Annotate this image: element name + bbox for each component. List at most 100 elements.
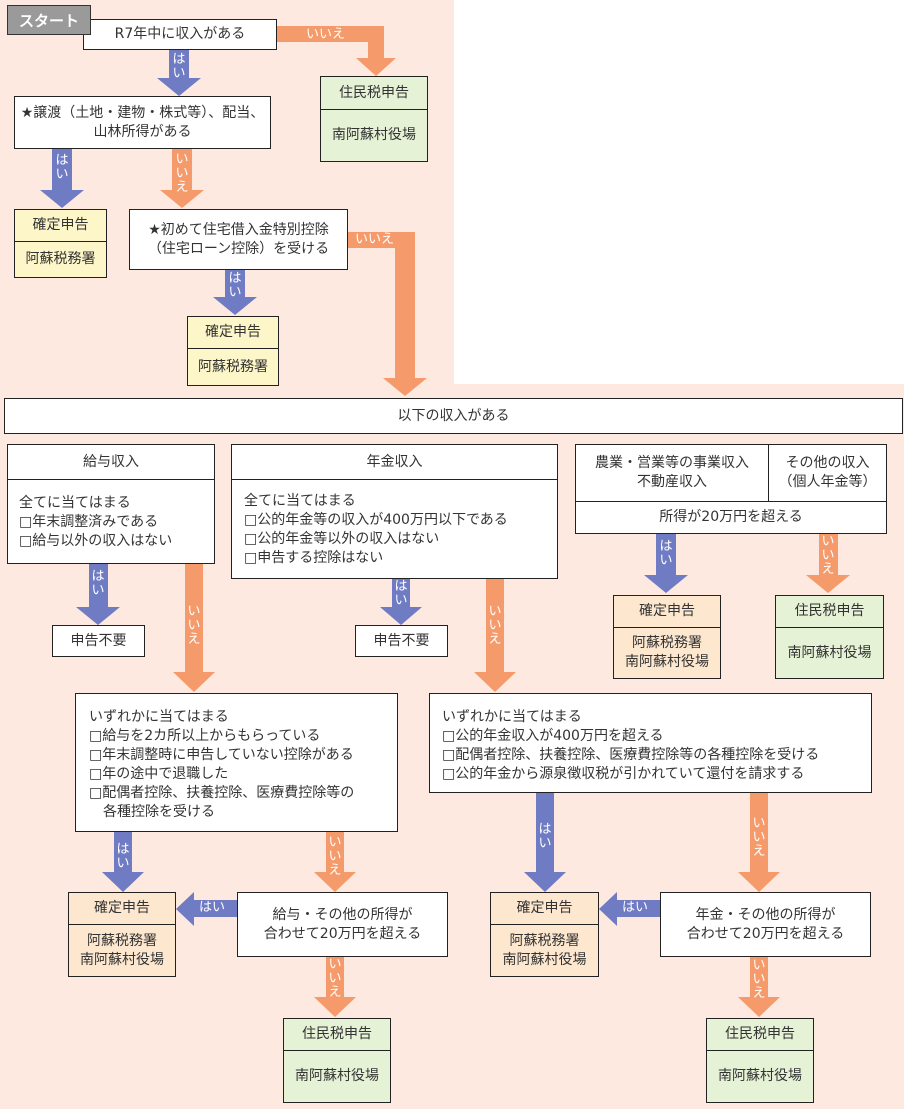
salary-any-item: □給与を2カ所以上からもらっている [89, 728, 321, 744]
question-transfer: ★譲渡（土地・建物・株式等）、配当、 山林所得がある [14, 96, 271, 149]
business-income-box: 農業・営業等の事業収入 不動産収入 その他の収入 （個人年金等） 所得が20万円… [575, 444, 887, 534]
result-office: 阿蘇税務署 [25, 251, 96, 267]
result-no-filing-salary: 申告不要 [52, 625, 145, 657]
result-title: 住民税申告 [284, 1019, 390, 1051]
pension-any-title: いずれかに当てはまる [442, 709, 582, 725]
salary-all-title: 全てに当てはまる [19, 495, 131, 511]
result-jumin-top: 住民税申告 南阿蘇村役場 [320, 76, 428, 162]
result-kakutei-a: 確定申告 阿蘇税務署 [14, 209, 107, 278]
label-salary-threshold-yes: はい [199, 900, 226, 915]
result-office: 阿蘇税務署 [632, 635, 702, 651]
label-q2-no: いいえ [175, 152, 189, 195]
label-business-no: いいえ [821, 534, 835, 577]
arrow-salary-threshold-no [314, 956, 356, 1017]
result-title: 確定申告 [614, 596, 720, 628]
result-office: 南阿蘇村役場 [787, 644, 872, 661]
salary-threshold-box: 給与・その他の所得が 合わせて20万円を超える [237, 892, 448, 957]
pension-threshold-box: 年金・その他の所得が 合わせて20万円を超える [660, 892, 871, 957]
pension-any-item: □公的年金収入が400万円を超える [442, 728, 664, 744]
label-pension-any-yes: はい [538, 822, 552, 851]
business-header-left: 農業・営業等の事業収入 不動産収入 [576, 445, 769, 501]
result-jumin-pension: 住民税申告 南阿蘇村役場 [706, 1018, 814, 1103]
pension-threshold-line: 年金・その他の所得が [695, 906, 836, 923]
result-office: 阿蘇税務署 [509, 932, 580, 949]
business-condition: 所得が20万円を超える [659, 508, 803, 525]
pension-header: 年金収入 [232, 445, 557, 480]
label-salary-any-yes: はい [116, 842, 130, 871]
result-office: 南阿蘇村役場 [332, 127, 416, 143]
pension-any-box: いずれかに当てはまる □公的年金収入が400万円を超える □配偶者控除、扶養控除… [429, 693, 872, 793]
pension-any-item: □配偶者控除、扶養控除、医療費控除等の各種控除を受ける [442, 747, 820, 763]
business-header-line: （個人年金等） [778, 474, 877, 490]
pension-any-item: □公的年金から源泉徴収税が引かれていて還付を請求する [442, 766, 805, 782]
salary-any-title: いずれかに当てはまる [89, 709, 229, 725]
label-salary-any-no: いいえ [328, 835, 342, 878]
salary-header: 給与収入 [8, 445, 214, 480]
label-pension-any-no: いいえ [752, 816, 766, 859]
label-pension-threshold-no: いいえ [752, 958, 766, 1001]
label-pension-no: いいえ [488, 604, 502, 647]
pension-all-item: □公的年金等以外の収入はない [244, 531, 440, 547]
label-q1-no: いいえ [306, 27, 346, 42]
label-q1-yes: はい [172, 52, 186, 81]
arrow-q1-no [276, 26, 396, 76]
salary-threshold-line: 合わせて20万円を超える [263, 925, 422, 942]
result-kakutei-b: 確定申告 阿蘇税務署 [187, 316, 279, 386]
result-jumin-business: 住民税申告 南阿蘇村役場 [775, 595, 884, 679]
arrow-salary-any-no [314, 831, 356, 892]
pension-all-item: □申告する控除はない [244, 550, 384, 566]
result-office: 阿蘇税務署 [87, 932, 157, 949]
result-office: 南阿蘇村役場 [295, 1068, 379, 1084]
label-q3-no: いいえ [355, 232, 395, 247]
result-title: 確定申告 [491, 893, 598, 925]
question-housing-loan-line: （住宅ローン控除）を受ける [147, 240, 330, 257]
salary-any-box: いずれかに当てはまる □給与を2カ所以上からもらっている □年末調整時に申告して… [75, 693, 398, 832]
label-q2-yes: はい [55, 153, 69, 182]
result-no-filing-text: 申告不要 [373, 632, 430, 649]
result-title: 住民税申告 [776, 596, 883, 628]
arrow-pension-any-no [738, 792, 780, 892]
result-kakutei-pension: 確定申告 阿蘇税務署 南阿蘇村役場 [490, 892, 599, 977]
business-header-line: 農業・営業等の事業収入 [595, 455, 749, 471]
result-office: 阿蘇税務署 [198, 358, 268, 375]
arrow-salary-yes [76, 563, 120, 625]
result-kakutei-salary: 確定申告 阿蘇税務署 南阿蘇村役場 [68, 892, 176, 977]
business-header-right: その他の収入 （個人年金等） [769, 445, 886, 501]
result-office: 南阿蘇村役場 [80, 951, 164, 968]
pension-all-item: □公的年金等の収入が400万円以下である [244, 512, 508, 528]
question-housing-loan: ★初めて住宅借入金特別控除 （住宅ローン控除）を受ける [129, 209, 348, 270]
question-transfer-line: 山林所得がある [93, 123, 192, 140]
arrow-pension-threshold-yes [599, 892, 660, 926]
label-pension-threshold-yes: はい [622, 900, 649, 915]
result-title: 確定申告 [188, 317, 278, 349]
arrow-q2-no [160, 149, 204, 208]
result-no-filing-pension: 申告不要 [355, 625, 448, 657]
result-office: 南阿蘇村役場 [502, 951, 587, 968]
arrow-q3-no [347, 232, 427, 396]
result-title: 住民税申告 [321, 77, 427, 110]
result-kakutei-business: 確定申告 阿蘇税務署 南阿蘇村役場 [613, 595, 721, 679]
salary-income-box: 給与収入 全てに当てはまる □年末調整済みである □給与以外の収入はない [7, 444, 215, 564]
arrow-q1-yes [157, 48, 201, 96]
label-q3-yes: はい [228, 271, 242, 300]
start-badge: スタート [7, 5, 91, 35]
question-income-types: 以下の収入がある [4, 398, 903, 434]
label-salary-threshold-no: いいえ [328, 957, 342, 1000]
arrow-business-yes [644, 533, 688, 593]
label-salary-no: いいえ [187, 604, 201, 647]
result-office: 南阿蘇村役場 [625, 654, 709, 670]
label-salary-yes: はい [91, 569, 105, 598]
question-transfer-line: ★譲渡（土地・建物・株式等）、配当、 [20, 104, 265, 121]
pension-income-box: 年金収入 全てに当てはまる □公的年金等の収入が400万円以下である □公的年金… [231, 444, 558, 579]
result-no-filing-text: 申告不要 [70, 632, 127, 649]
result-title: 確定申告 [15, 210, 106, 242]
label-business-yes: はい [659, 539, 673, 568]
result-title: 確定申告 [69, 893, 175, 925]
arrow-salary-any-yes [102, 831, 144, 892]
arrow-q2-yes [40, 149, 84, 208]
result-office: 南阿蘇村役場 [718, 1068, 802, 1084]
arrow-pension-any-yes [524, 792, 566, 892]
question-housing-loan-line: ★初めて住宅借入金特別控除 [148, 221, 329, 238]
result-title: 住民税申告 [707, 1019, 813, 1051]
